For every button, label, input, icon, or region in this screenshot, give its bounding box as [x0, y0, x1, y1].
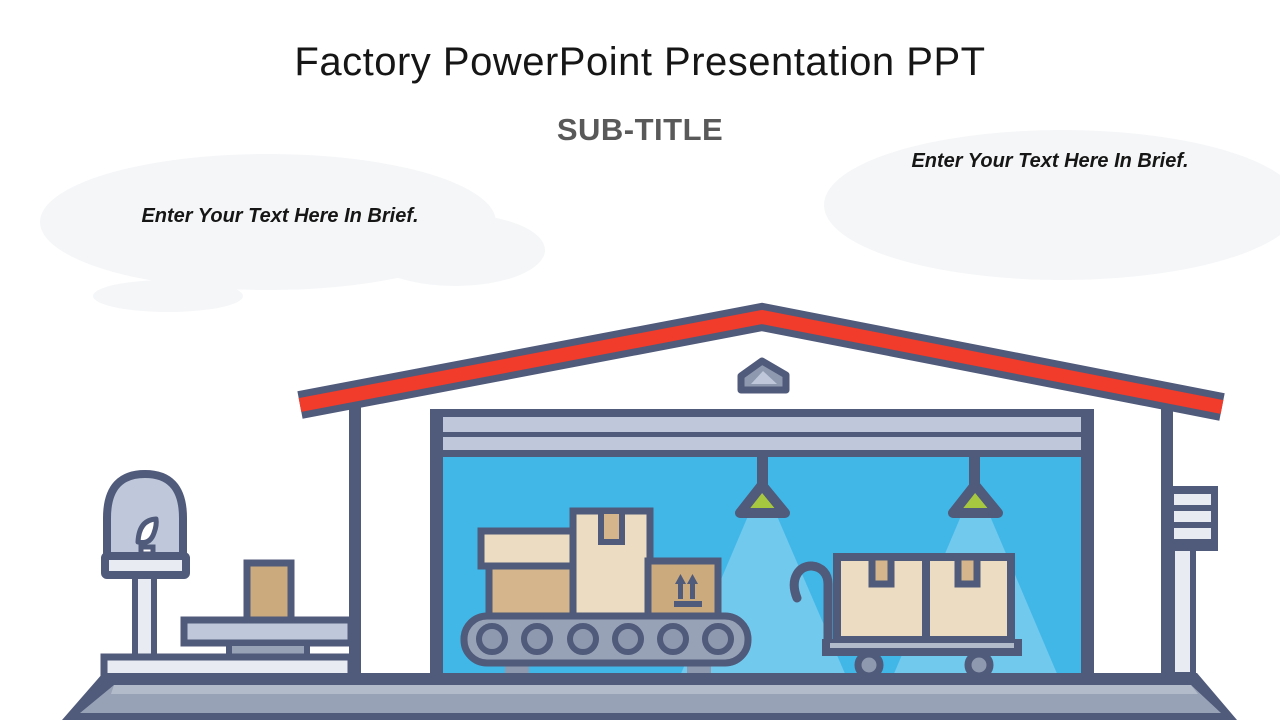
signpost-bar: [1174, 494, 1211, 505]
door-header-rail-top: [441, 417, 1083, 432]
cloud-left-small: [365, 214, 545, 286]
conveyor-roller: [567, 623, 599, 655]
light-stem: [969, 455, 980, 489]
this-side-up-icon: [674, 574, 702, 607]
box-tall-flap: [598, 508, 625, 545]
cloud-smudge: [93, 280, 243, 312]
conveyor-belt-with-boxes: [460, 507, 752, 676]
red-gable-roof: [297, 302, 1225, 421]
signpost-bar: [1174, 528, 1211, 539]
roof-vent-face: [751, 371, 777, 384]
truck-wheel: [854, 650, 884, 680]
lamp-collar: [101, 552, 190, 579]
conveyor-roller: [612, 623, 644, 655]
conveyor-roller: [521, 623, 553, 655]
hand-truck-with-boxes: [789, 553, 1022, 680]
left-text-placeholder: Enter Your Text Here In Brief.: [141, 205, 419, 227]
ground-ramp: [62, 673, 1237, 720]
signpost-drainpipe: [1167, 486, 1218, 678]
box-wide: [485, 562, 579, 621]
door-frame-left: [430, 409, 443, 678]
roof-band: [298, 309, 1224, 414]
weighing-table-top: [180, 616, 355, 647]
cloud-right: [824, 130, 1280, 280]
lamp-pole: [132, 569, 157, 663]
ceiling-light-left: [735, 455, 790, 518]
street-lamp-dome: [103, 469, 187, 566]
truck-box-left-flap: [868, 553, 895, 588]
lamp-shade-icon: [735, 480, 790, 518]
ground-highlight: [111, 685, 1198, 694]
conveyor-roller: [657, 623, 689, 655]
slide-title: Factory PowerPoint Presentation PPT: [294, 40, 986, 84]
clouds: [40, 130, 1280, 312]
right-text-placeholder: Enter Your Text Here In Brief.: [911, 150, 1189, 172]
box-lid: [477, 527, 579, 570]
truck-box-right-flap: [954, 553, 981, 588]
truck-platform-stripe: [830, 643, 1014, 648]
ceiling-light-right: [948, 455, 1003, 518]
yard-left: [100, 469, 355, 681]
drainpipe: [1169, 543, 1196, 678]
signpost-bar: [1174, 511, 1211, 522]
table-box: [243, 559, 295, 625]
hand-truck-handle: [789, 561, 833, 646]
light-stem: [757, 455, 768, 489]
door-frame-right: [1081, 409, 1094, 678]
truck-wheel: [964, 650, 994, 680]
lamp-shade-icon: [948, 480, 1003, 518]
conveyor-roller: [702, 623, 734, 655]
conveyor-roller: [476, 623, 508, 655]
lamp-flame-icon: [135, 516, 159, 546]
door-header-rail-bottom: [441, 437, 1083, 450]
wall-left: [349, 404, 361, 677]
slide-subtitle: SUB-TITLE: [556, 112, 724, 147]
